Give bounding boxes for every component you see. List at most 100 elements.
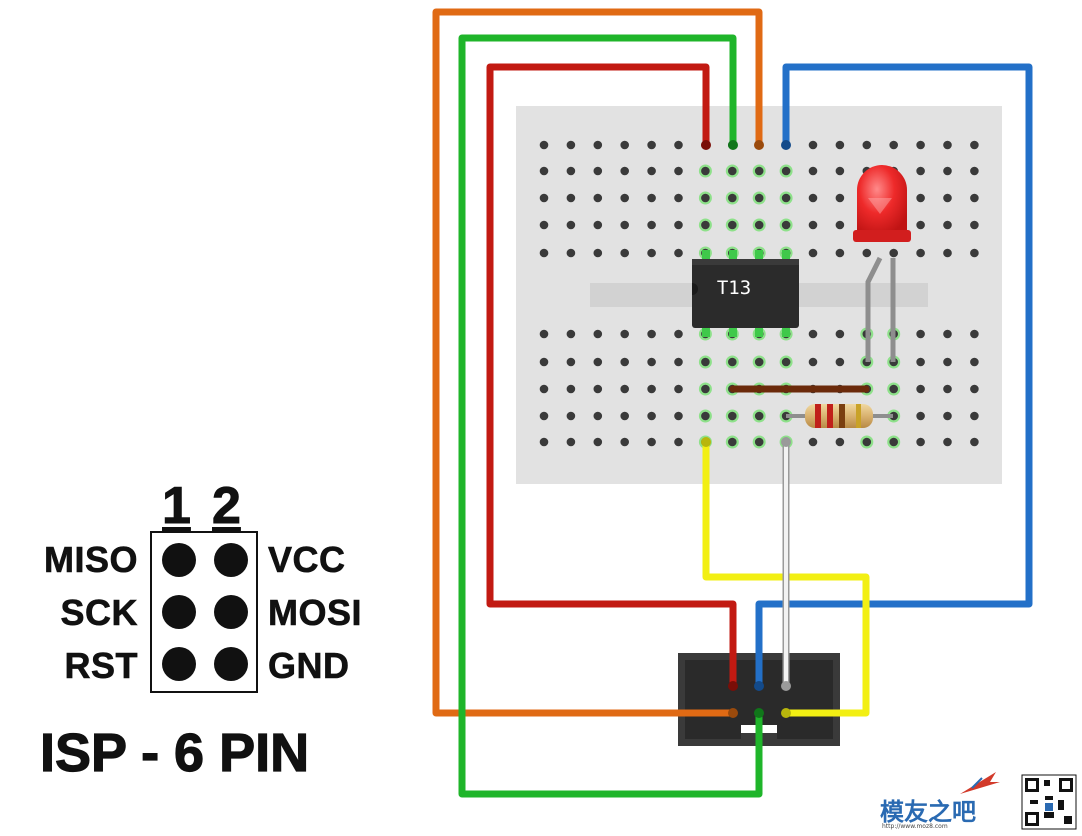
breadboard-hole (566, 248, 576, 258)
chip-leg (729, 250, 737, 261)
isp-pin-2 (214, 543, 248, 577)
breadboard-hole (593, 166, 603, 176)
isp-pin-box (150, 531, 258, 693)
breadboard-hole (593, 140, 603, 150)
breadboard-hole (943, 357, 952, 367)
breadboard-hole (620, 248, 629, 258)
breadboard-hole (916, 384, 925, 394)
watermark-text: 模友之吧 (880, 799, 976, 826)
breadboard-hole (943, 140, 952, 150)
breadboard-hole (916, 437, 925, 447)
breadboard-hole (862, 437, 872, 447)
breadboard-hole (593, 437, 603, 447)
breadboard-hole (862, 248, 872, 258)
breadboard-hole (943, 329, 952, 339)
breadboard-hole (943, 411, 952, 421)
breadboard-hole (808, 357, 818, 367)
breadboard-hole (647, 220, 656, 230)
breadboard-hole (566, 384, 576, 394)
wire-yellow (702, 438, 870, 717)
breadboard-hole (593, 411, 603, 421)
breadboard-hole (674, 166, 683, 176)
watermark-url: http://www.moz8.com (882, 823, 948, 830)
isp-pin-5 (162, 647, 196, 681)
breadboard-hole (539, 357, 549, 367)
breadboard-hole (835, 140, 845, 150)
breadboard-hole (566, 437, 576, 447)
breadboard-hole (970, 220, 979, 230)
breadboard-hole (943, 166, 952, 176)
breadboard-hole (701, 193, 710, 203)
breadboard-hole (970, 437, 979, 447)
breadboard-hole (647, 411, 656, 421)
breadboard-hole (754, 166, 764, 176)
wire-orange (432, 8, 763, 717)
breadboard-hole (647, 166, 656, 176)
breadboard-hole (754, 193, 764, 203)
breadboard-hole (916, 140, 925, 150)
breadboard-hole (674, 220, 683, 230)
breadboard-hole (808, 329, 818, 339)
label-vcc: VCC (268, 539, 346, 581)
breadboard-hole (889, 140, 898, 150)
breadboard-hole (620, 166, 629, 176)
breadboard-hole (916, 193, 925, 203)
breadboard-hole (889, 437, 898, 447)
breadboard-hole (647, 329, 656, 339)
breadboard-hole (701, 357, 710, 367)
label-rst: RST (64, 645, 138, 687)
breadboard-hole (970, 193, 979, 203)
breadboard-hole (620, 220, 629, 230)
breadboard-hole (620, 193, 629, 203)
breadboard-hole (916, 411, 925, 421)
breadboard-hole (701, 166, 710, 176)
breadboard-hole (916, 166, 925, 176)
breadboard-hole (701, 411, 710, 421)
breadboard-hole (862, 140, 872, 150)
breadboard-hole (593, 384, 603, 394)
breadboard-hole (835, 193, 845, 203)
breadboard-hole (781, 166, 791, 176)
breadboard-hole (620, 384, 629, 394)
breadboard-hole (539, 437, 549, 447)
isp-pin-4 (214, 595, 248, 629)
breadboard-hole (620, 140, 629, 150)
breadboard-hole (566, 411, 576, 421)
breadboard-hole (593, 193, 603, 203)
chip-t13: T13 (692, 250, 799, 337)
breadboard-hole (539, 384, 549, 394)
breadboard-hole (728, 166, 737, 176)
breadboard-hole (566, 140, 576, 150)
breadboard-hole (970, 329, 979, 339)
breadboard-hole (647, 437, 656, 447)
breadboard-hole (674, 437, 683, 447)
isp-pin-3 (162, 595, 196, 629)
qr-code-icon (1021, 774, 1077, 830)
breadboard-hole (728, 411, 737, 421)
breadboard-hole (566, 357, 576, 367)
breadboard-hole (539, 411, 549, 421)
isp-title: ISP - 6 PIN (39, 722, 310, 783)
breadboard-hole (620, 437, 629, 447)
breadboard-hole (943, 193, 952, 203)
label-mosi: MOSI (268, 592, 363, 634)
breadboard-hole (970, 140, 979, 150)
breadboard-hole (593, 357, 603, 367)
breadboard-hole (754, 411, 764, 421)
breadboard-hole (647, 357, 656, 367)
breadboard-hole (808, 437, 818, 447)
led (853, 165, 911, 362)
breadboard-hole (943, 220, 952, 230)
breadboard-hole (539, 329, 549, 339)
breadboard-hole (835, 329, 845, 339)
breadboard-hole (593, 220, 603, 230)
breadboard-hole (674, 357, 683, 367)
breadboard-hole (566, 329, 576, 339)
breadboard-hole (647, 384, 656, 394)
breadboard-hole (970, 248, 979, 258)
wire-red (486, 63, 737, 690)
breadboard-hole (781, 220, 791, 230)
breadboard-hole (943, 384, 952, 394)
wire-endpoints (701, 140, 791, 718)
